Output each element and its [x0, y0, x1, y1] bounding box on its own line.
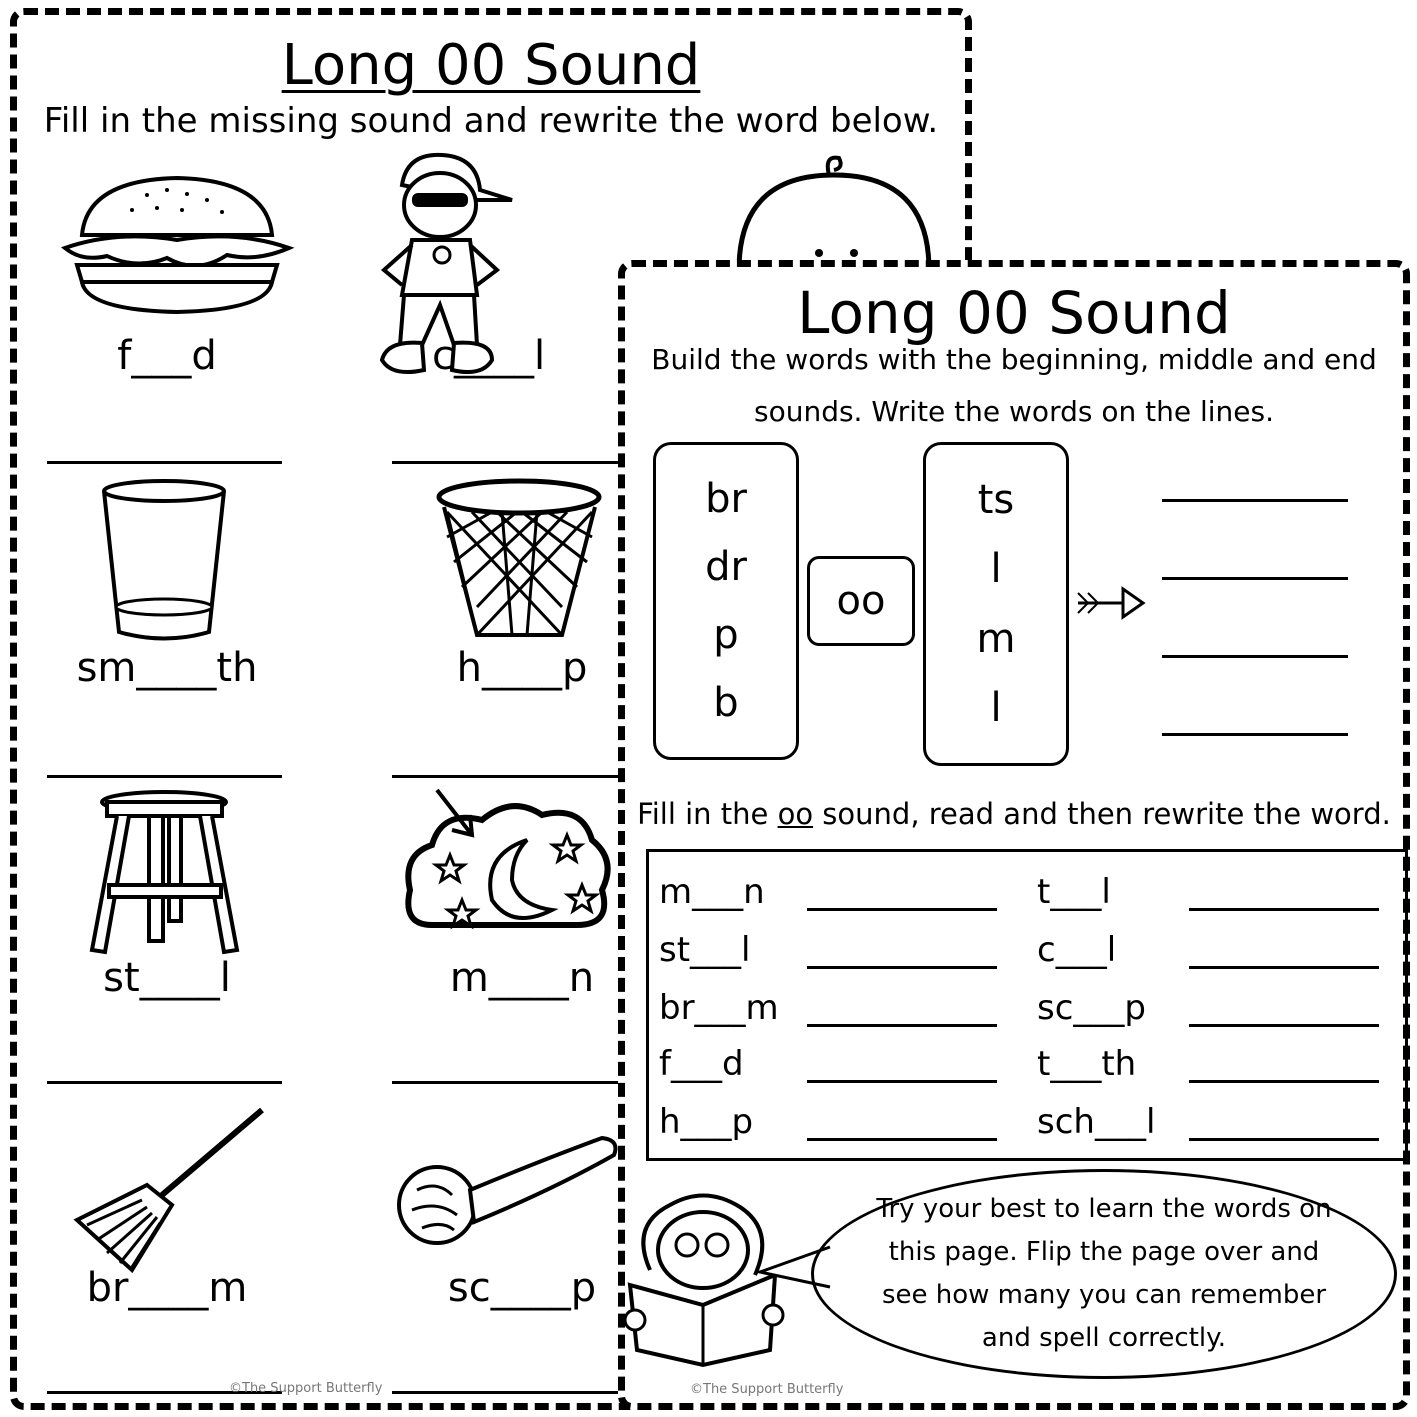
rewrite-line[interactable] — [1189, 1138, 1379, 1141]
fill-word: t___l — [1037, 872, 1111, 912]
write-line[interactable] — [392, 775, 627, 778]
copyright-text: ©The Support Butterfly — [229, 1381, 383, 1396]
ending-sound: ts — [977, 476, 1015, 523]
rewrite-line[interactable] — [807, 1138, 997, 1141]
ending-sound: l — [990, 685, 1002, 732]
burger-icon — [60, 175, 295, 315]
middle-sound: oo — [836, 578, 886, 624]
rewrite-line[interactable] — [1189, 1024, 1379, 1027]
face-icon — [736, 155, 932, 270]
rewrite-line[interactable] — [807, 1024, 997, 1027]
write-line[interactable] — [392, 1081, 627, 1084]
build-word-line[interactable] — [1162, 733, 1348, 736]
fill-instruction: Fill in the oo sound, read and then rewr… — [637, 797, 1391, 831]
beginning-sound: p — [713, 612, 739, 658]
stool-icon — [89, 790, 240, 955]
cool-kid-icon — [379, 152, 513, 374]
write-line[interactable] — [47, 1081, 282, 1084]
scoop-icon — [397, 1135, 618, 1245]
fill-word: sc___p — [1037, 988, 1146, 1028]
write-line[interactable] — [392, 461, 627, 464]
fill-word: f___d — [659, 1044, 744, 1084]
ending-sound: l — [990, 546, 1002, 593]
write-line[interactable] — [392, 1391, 627, 1394]
word-hoop: h____p — [456, 645, 588, 691]
fill-word: m___n — [659, 872, 765, 912]
ending-sound: m — [976, 615, 1016, 662]
write-line[interactable] — [47, 461, 282, 464]
word-broom: br____m — [86, 1265, 248, 1311]
ending-sounds-box: ts l m l — [923, 442, 1069, 766]
beginning-sounds-box: br dr p b — [653, 442, 799, 760]
beginning-sound: b — [713, 680, 739, 726]
page-title: Long 00 Sound — [797, 279, 1231, 347]
speech-bubble: Try your best to learn the words on this… — [811, 1169, 1397, 1379]
rewrite-line[interactable] — [807, 966, 997, 969]
beginning-sound: dr — [705, 544, 747, 590]
glass-icon — [102, 479, 226, 641]
instruction-text: Fill in the missing sound and rewrite th… — [43, 101, 939, 141]
build-word-line[interactable] — [1162, 499, 1348, 502]
instruction-line-1: Build the words with the beginning, midd… — [651, 343, 1377, 376]
beginning-sound: br — [705, 476, 747, 522]
rewrite-line[interactable] — [807, 1080, 997, 1083]
middle-sound-box: oo — [807, 556, 915, 646]
write-line[interactable] — [47, 775, 282, 778]
write-line[interactable] — [47, 1391, 282, 1394]
copyright-text: ©The Support Butterfly — [690, 1382, 844, 1397]
rewrite-line[interactable] — [1189, 1080, 1379, 1083]
word-stool: st____l — [103, 955, 231, 1001]
fill-word: h___p — [659, 1102, 754, 1142]
rewrite-line[interactable] — [1189, 908, 1379, 911]
page-title: Long 00 Sound — [281, 33, 701, 98]
hoop-icon — [436, 478, 602, 637]
instruction-line-2: sounds. Write the words on the lines. — [753, 395, 1274, 428]
fill-word: br___m — [659, 988, 779, 1028]
rewrite-line[interactable] — [1189, 966, 1379, 969]
word-moon: m____n — [449, 955, 595, 1001]
word-smooth: sm____th — [76, 645, 258, 691]
worksheet-front: Long 00 Sound Build the words with the b… — [618, 260, 1410, 1410]
word-cool: c____l — [432, 333, 546, 379]
build-word-line[interactable] — [1162, 577, 1348, 580]
arrow-icon — [1077, 586, 1146, 620]
broom-icon — [73, 1107, 264, 1274]
fill-word: sch___l — [1037, 1102, 1156, 1142]
build-word-line[interactable] — [1162, 655, 1348, 658]
fill-word: st___l — [659, 930, 751, 970]
fill-word: c___l — [1037, 930, 1117, 970]
rewrite-line[interactable] — [807, 908, 997, 911]
word-scoop: sc____p — [447, 1265, 597, 1311]
fill-word: t___th — [1037, 1044, 1137, 1084]
moon-icon — [405, 788, 611, 930]
reading-kid-icon — [625, 1193, 785, 1368]
fill-in-grid: m___n st___l br___m f___d h___p t___l c_… — [646, 849, 1408, 1161]
word-food: f___d — [117, 333, 217, 379]
